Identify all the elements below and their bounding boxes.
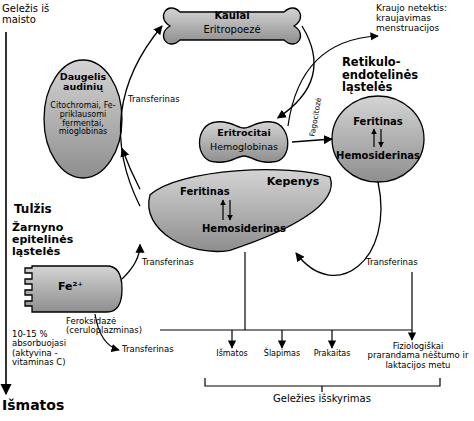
- node-title: Kaulai: [162, 10, 302, 21]
- node-title: Daugelis audinių: [48, 72, 118, 93]
- excretion-line: [244, 252, 245, 330]
- connector-label: Transferinas: [366, 258, 418, 267]
- node-text: Hemosiderinas: [202, 223, 302, 234]
- excretion-arrow: [411, 272, 412, 340]
- node-heading: Retikulo-endotelinės ląstelės: [342, 56, 442, 94]
- node-text: Hemoglobinas: [196, 142, 292, 152]
- connector-label: Fagocitozė: [308, 92, 325, 143]
- excretion-label: Išmatos: [209, 350, 255, 359]
- liver-shape-outline: [149, 170, 332, 252]
- bracket-label: Geležies išskyrimas: [252, 393, 392, 404]
- cell-circle: [332, 96, 424, 182]
- input-label: Geležis iš maisto: [2, 3, 72, 25]
- enzyme-label: Feroksidazė (ceruloplazminas): [66, 317, 158, 336]
- excretion-line: [160, 329, 412, 330]
- absorption-note: 10-15 % absorbuojasi (aktyvina - vitamin…: [12, 330, 78, 367]
- excretion-label: Fiziologiškai prarandama nėštumo ir lakt…: [366, 342, 470, 370]
- cell-circle-outline: [332, 96, 424, 182]
- bile-label: Tulžis: [14, 203, 74, 216]
- intestinal-node: Žarnyno epitelinės ląstelėsFe²⁺: [22, 264, 122, 314]
- loss-note: Kraujo netektis: kraujavimas menstruacij…: [376, 4, 472, 34]
- excretion-arrow: [231, 330, 232, 348]
- erythrocyte-node: EritrocitaiHemoglobinas: [196, 118, 292, 166]
- node-text: Feritinas: [332, 116, 424, 127]
- node-heading: Žarnyno epitelinės ląstelės: [12, 222, 108, 258]
- transport-label: Transferinas: [122, 345, 192, 354]
- food-iron-arrow: [5, 32, 7, 394]
- node-title: Kepenys: [258, 176, 328, 188]
- excretion-bracket: [205, 378, 440, 392]
- bone-node: KaulaiEritropoezė: [162, 4, 302, 48]
- node-title: Eritrocitai: [196, 128, 292, 138]
- node-text: Eritropoezė: [162, 24, 302, 35]
- connector-label: Transferinas: [142, 258, 194, 267]
- node-text: Fe²⁺: [58, 281, 108, 293]
- equilibrium-arrow: [380, 129, 381, 147]
- excretion-label: Prakaitas: [309, 350, 355, 359]
- node-text: Feritinas: [180, 186, 260, 197]
- reticuloendothelial-node: Retikulo-endotelinės ląstelėsFeritinasHe…: [332, 96, 424, 182]
- node-text: Hemosiderinas: [332, 150, 424, 161]
- flow-connector: [292, 139, 332, 142]
- intestinal-cell-shape-outline: [25, 266, 122, 312]
- excretion-arrow: [331, 330, 332, 348]
- output-label: Išmatos: [2, 398, 82, 413]
- connector-label: Transferinas: [128, 95, 180, 104]
- equilibrium-arrow: [373, 129, 374, 147]
- equilibrium-arrow: [229, 200, 230, 220]
- node-text: Citochromai, Fe-priklausomi fermentai, m…: [48, 102, 118, 137]
- flow-connector: [122, 149, 140, 190]
- tissue-oval-outline: [44, 60, 122, 178]
- liver-node: KepenysFeritinasHemosiderinas: [140, 168, 335, 253]
- tissue-node: Daugelis audiniųCitochromai, Fe-priklaus…: [44, 60, 122, 178]
- flow-connector: [120, 26, 162, 206]
- equilibrium-arrow: [222, 200, 223, 220]
- excretion-label: Šlapimas: [259, 350, 305, 359]
- excretion-arrow: [281, 330, 282, 348]
- flow-connector: [122, 245, 140, 280]
